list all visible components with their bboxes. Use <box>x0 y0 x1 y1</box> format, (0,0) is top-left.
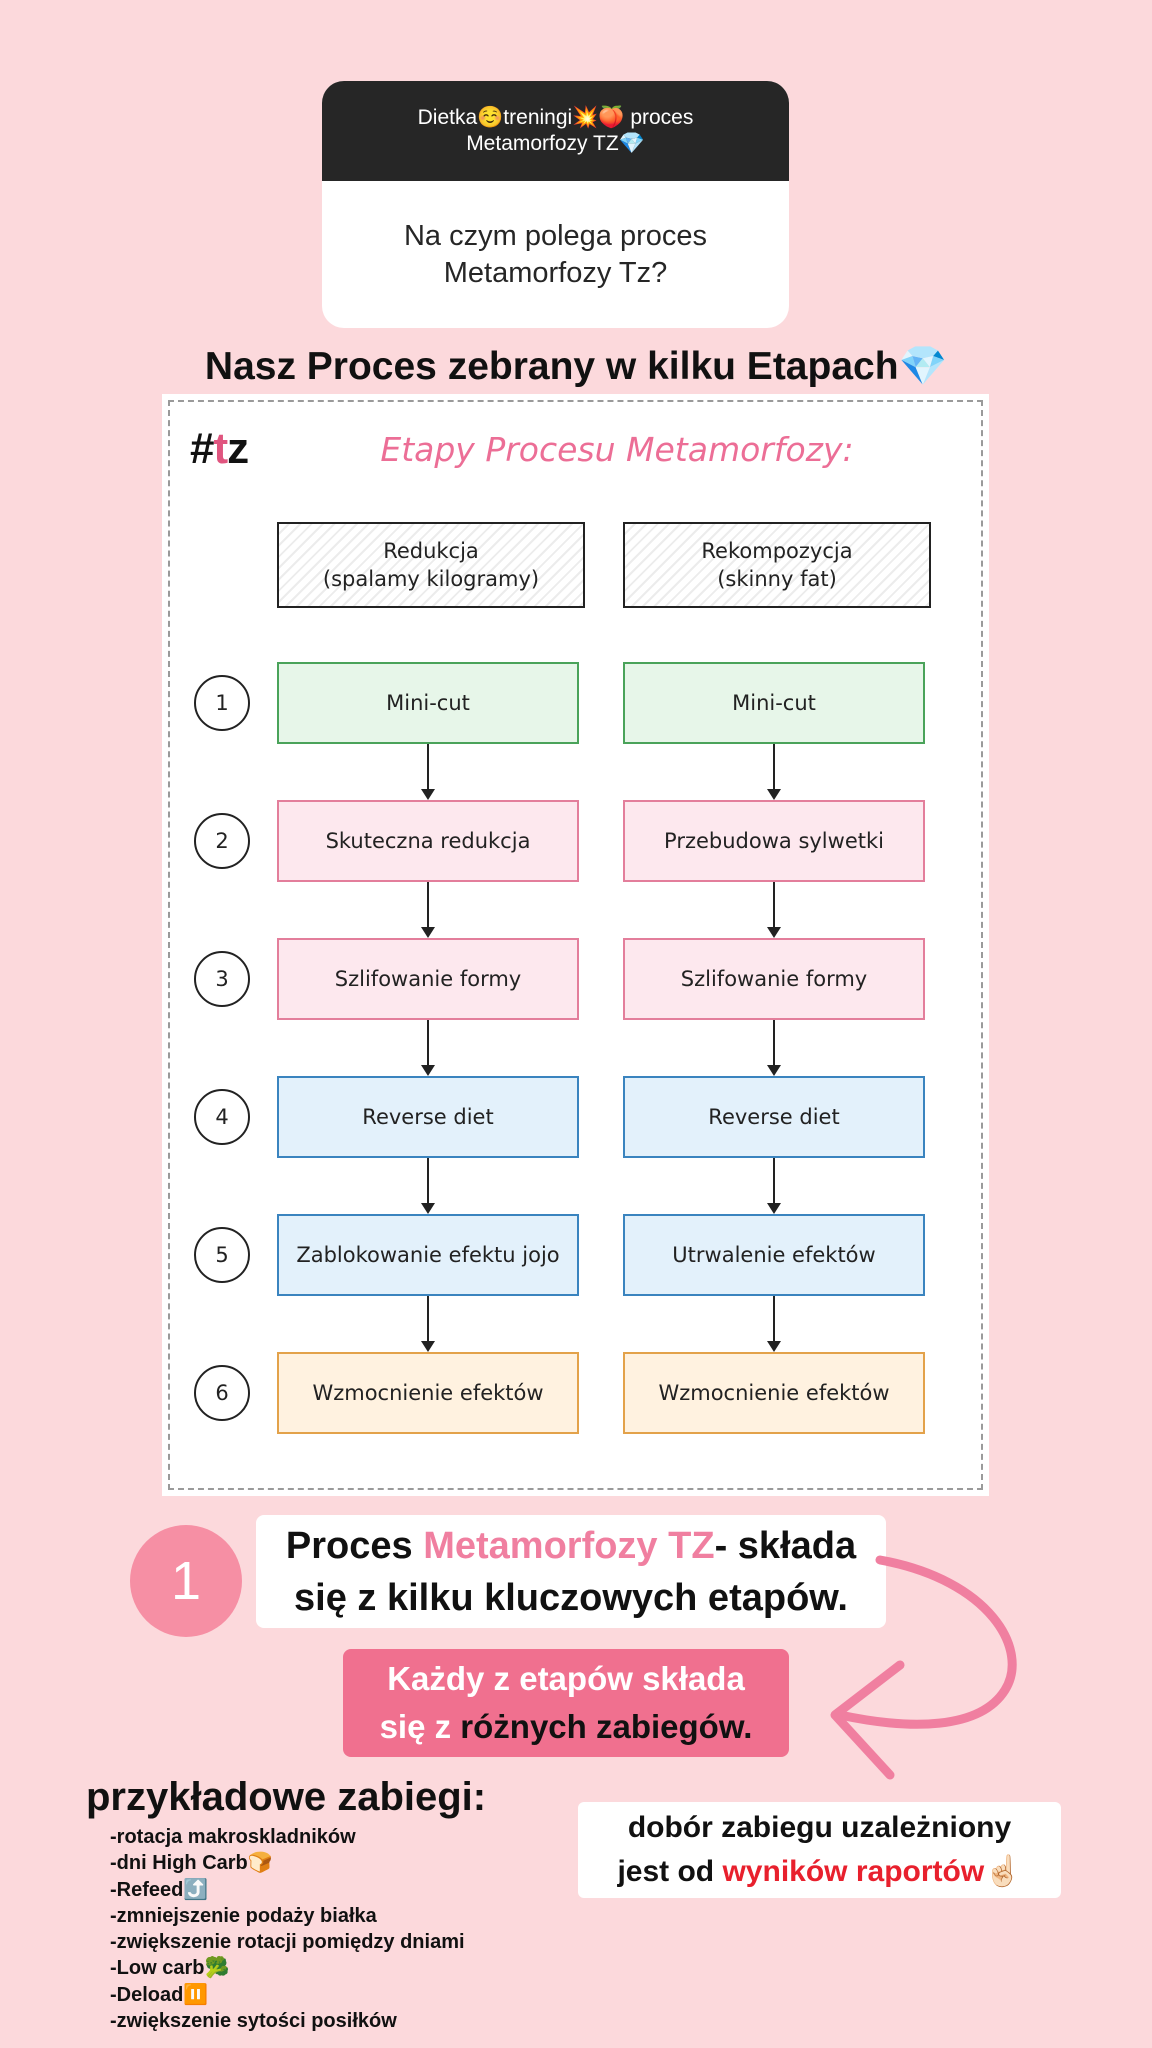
flow-arrow-icon <box>421 882 435 938</box>
tz-logo: #tz <box>190 424 249 473</box>
redukcja-stage-box: Wzmocnienie efektów <box>277 1352 579 1434</box>
rekompozycja-stage-box: Wzmocnienie efektów <box>623 1352 925 1434</box>
redukcja-stage-box: Reverse diet <box>277 1076 579 1158</box>
curved-arrow-icon <box>830 1555 1017 1780</box>
example-item: -zwiększenie rotacji pomiędzy dniami <box>110 1931 465 1954</box>
redukcja-stage-box: Szlifowanie formy <box>277 938 579 1020</box>
column-header-line2: (spalamy kilogramy) <box>322 567 540 591</box>
sticker-header-line2: Metamorfozy TZ💎 <box>466 132 645 155</box>
example-item: -Refeed⤴️ <box>110 1878 209 1901</box>
process-caption-line2: się z kilku kluczowych etapów. <box>294 1576 848 1619</box>
example-item: -Low carb🥦 <box>110 1957 230 1980</box>
examples-title: przykładowe zabiegi: <box>86 1775 487 1819</box>
examples-list: -rotacja makroskladników -dni High Carb🍞 -… <box>110 1824 465 2034</box>
stage-number: 2 <box>194 813 250 869</box>
process-caption-line1: Proces Metamorfozy TZ- składa <box>285 1524 857 1567</box>
redukcja-stage-box: Mini-cut <box>277 662 579 744</box>
rekompozycja-stage-box: Utrwalenie efektów <box>623 1214 925 1296</box>
example-item: -zmniejszenie podaży białka <box>110 1904 377 1927</box>
rekompozycja-stage-box: Reverse diet <box>623 1076 925 1158</box>
column-header-redukcja: Redukcja (spalamy kilogramy) <box>277 522 585 608</box>
question-sticker-header: Dietka☺️treningi💥🍑 proces Metamorfozy TZ… <box>322 81 789 181</box>
flow-arrow-icon <box>767 1296 781 1352</box>
stage-number: 6 <box>194 1365 250 1421</box>
redukcja-stage-box: Zablokowanie efektu jojo <box>277 1214 579 1296</box>
choice-note-line1: dobór zabiegu uzależniony <box>627 1811 1012 1844</box>
chart-title: Etapy Procesu Metamorfozy: <box>380 430 854 469</box>
flow-arrow-icon <box>421 1296 435 1352</box>
flow-arrow-icon <box>767 882 781 938</box>
question-line1: Na czym polega proces <box>403 219 708 252</box>
stages-note-line2: się z różnych zabiegów. <box>379 1708 753 1745</box>
stage-number: 3 <box>194 951 250 1007</box>
flow-arrow-icon <box>421 744 435 800</box>
flow-arrow-icon <box>767 744 781 800</box>
column-header-line1: Rekompozycja <box>701 539 853 563</box>
stage-number: 1 <box>194 675 250 731</box>
flow-arrow-icon <box>421 1158 435 1214</box>
stage-number: 5 <box>194 1227 250 1283</box>
column-header-line1: Redukcja <box>383 539 479 563</box>
process-stages-card: #tz Etapy Procesu Metamorfozy: Redukcja … <box>162 394 989 1496</box>
rekompozycja-stage-box: Mini-cut <box>623 662 925 744</box>
stages-note: Każdy z etapów składa się z różnych zabi… <box>343 1649 789 1757</box>
example-item: -Deload⏸️ <box>110 1983 209 2006</box>
stage-number: 4 <box>194 1089 250 1145</box>
sticker-header-line1: Dietka☺️treningi💥🍑 proces <box>417 106 694 129</box>
question-line2: Metamorfozy Tz? <box>443 256 668 289</box>
redukcja-stage-box: Skuteczna redukcja <box>277 800 579 882</box>
column-header-line2: (skinny fat) <box>717 567 837 591</box>
choice-note: dobór zabiegu uzależniony jest od wynikó… <box>578 1802 1061 1898</box>
stages-note-line1: Każdy z etapów składa <box>387 1660 745 1697</box>
flow-arrow-icon <box>421 1020 435 1076</box>
example-item: -rotacja makroskladników <box>110 1826 356 1848</box>
column-header-rekompozycja: Rekompozycja (skinny fat) <box>623 522 931 608</box>
process-caption: Proces Metamorfozy TZ- składa się z kilk… <box>256 1515 886 1628</box>
example-item: -zwiększenie sytości posiłków <box>110 2010 397 2033</box>
rekompozycja-stage-box: Szlifowanie formy <box>623 938 925 1020</box>
card-dashed-border <box>168 400 983 1490</box>
headline: Nasz Proces zebrany w kilku Etapach💎 <box>204 345 948 388</box>
flow-arrow-icon <box>767 1020 781 1076</box>
choice-note-line2: jest od wyników raportów☝🏻 <box>617 1855 1022 1888</box>
flow-arrow-icon <box>767 1158 781 1214</box>
question-sticker-question: Na czym polega proces Metamorfozy Tz? <box>322 181 789 328</box>
example-item: -dni High Carb🍞 <box>110 1852 273 1875</box>
question-sticker: Dietka☺️treningi💥🍑 proces Metamorfozy TZ… <box>322 81 789 328</box>
rekompozycja-stage-box: Przebudowa sylwetki <box>623 800 925 882</box>
number-badge: 1 <box>130 1525 242 1637</box>
